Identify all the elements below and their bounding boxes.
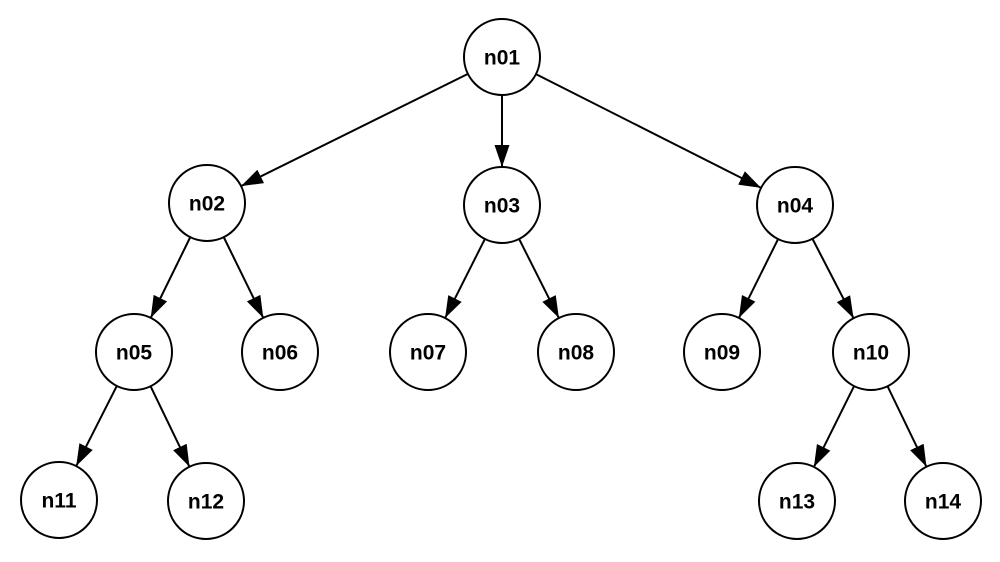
tree-node-circle bbox=[168, 164, 246, 242]
tree-node-label: n08 bbox=[558, 341, 595, 364]
tree-node-label: n14 bbox=[925, 490, 962, 513]
tree-edge-n04-n09 bbox=[738, 238, 779, 319]
tree-node-circle bbox=[241, 313, 319, 391]
tree-node-n14: n14 bbox=[904, 462, 982, 540]
tree-node-label: n06 bbox=[262, 341, 298, 364]
tree-node-label: n12 bbox=[188, 490, 224, 513]
tree-node-n06: n06 bbox=[241, 313, 319, 391]
tree-node-circle bbox=[683, 313, 761, 391]
tree-node-n01: n01 bbox=[463, 18, 541, 96]
tree-node-n09: n09 bbox=[683, 313, 761, 391]
tree-node-circle bbox=[832, 313, 910, 391]
tree-node-label: n13 bbox=[779, 490, 815, 513]
tree-node-circle bbox=[904, 462, 982, 540]
tree-node-circle bbox=[537, 313, 615, 391]
tree-edge-n10-n14 bbox=[886, 385, 928, 468]
tree-node-label: n04 bbox=[777, 194, 814, 217]
tree-edge-n03-n08 bbox=[518, 238, 560, 319]
tree-edge-n03-n07 bbox=[444, 238, 486, 319]
tree-edge-n04-n10 bbox=[811, 238, 855, 319]
tree-edge-n02-n05 bbox=[149, 236, 192, 319]
tree-node-circle bbox=[20, 461, 98, 539]
tree-node-n04: n04 bbox=[756, 166, 834, 244]
tree-node-label: n05 bbox=[116, 341, 153, 364]
tree-node-circle bbox=[167, 462, 245, 540]
tree-node-label: n11 bbox=[41, 489, 76, 512]
tree-node-circle bbox=[463, 18, 541, 96]
tree-edge-n10-n13 bbox=[813, 385, 855, 468]
tree-node-label: n07 bbox=[410, 341, 446, 364]
tree-node-n02: n02 bbox=[168, 164, 246, 242]
tree-edge-n05-n11 bbox=[75, 385, 118, 467]
tree-node-n07: n07 bbox=[389, 313, 467, 391]
tree-edge-n02-n06 bbox=[222, 236, 265, 319]
tree-node-n12: n12 bbox=[167, 462, 245, 540]
tree-node-n03: n03 bbox=[463, 166, 541, 244]
tree-node-label: n03 bbox=[484, 194, 520, 217]
tree-node-circle bbox=[95, 313, 173, 391]
tree-node-label: n10 bbox=[853, 341, 889, 364]
tree-node-circle bbox=[463, 166, 541, 244]
tree-node-label: n09 bbox=[704, 341, 740, 364]
tree-edge-n01-n02 bbox=[240, 72, 469, 188]
tree-node-circle bbox=[389, 313, 467, 391]
tree-node-circle bbox=[758, 462, 836, 540]
tree-node-n13: n13 bbox=[758, 462, 836, 540]
tree-node-n05: n05 bbox=[95, 313, 173, 391]
tree-node-circle bbox=[756, 166, 834, 244]
tree-node-n08: n08 bbox=[537, 313, 615, 391]
tree-edge-n05-n12 bbox=[149, 385, 191, 468]
tree-node-n11: n11 bbox=[20, 461, 98, 539]
tree-edge-n01-n04 bbox=[535, 73, 762, 189]
tree-node-label: n02 bbox=[189, 192, 225, 215]
tree-node-n10: n10 bbox=[832, 313, 910, 391]
tree-node-label: n01 bbox=[484, 46, 521, 69]
